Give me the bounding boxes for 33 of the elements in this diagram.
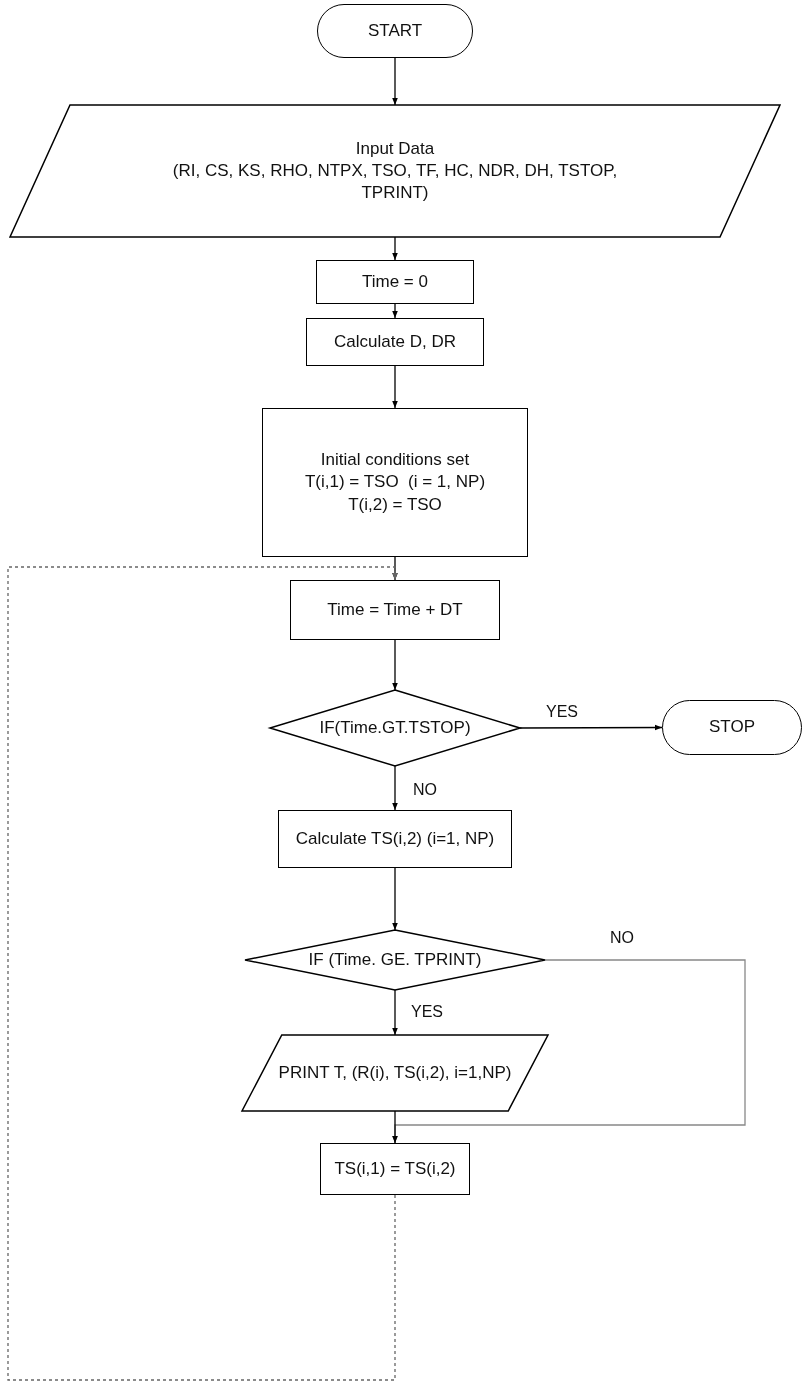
node-text: T(i,2) = TSO [348,493,442,516]
arrow [392,236,398,261]
node-text: IF (Time. GE. TPRINT) [308,948,482,971]
arrow [392,365,398,409]
arrow [392,867,398,931]
node-text: T(i,1) = TSO (i = 1, NP) [304,471,486,494]
arrow [392,303,398,319]
node-text: START [367,19,423,42]
node-text: Calculate D, DR [334,330,456,353]
node-text: Calculate TS(i,2) (i=1, NP) [295,827,495,850]
arrow [392,639,398,691]
arrow [392,1110,398,1144]
arrow [392,989,398,1036]
arrow [519,724,663,731]
process-box [320,1143,470,1195]
process-box [306,318,484,366]
node-text: IF(Time.GT.TSTOP) [319,716,471,739]
arrow [392,57,398,106]
heading-text: Initial conditions set [320,449,470,472]
node-text: Time = Time + DT [327,598,463,621]
heading-text: Input Data [355,137,435,160]
node-text: STOP [709,716,755,739]
node-text: Time = 0 [362,270,428,293]
terminal-box [317,4,473,58]
process-box [262,408,528,557]
node-text: (RI, CS, KS, RHO, NTPX, TSO, TF, HC, NDR, DH, TSTOP, TPRINT) [171,159,619,205]
dashed-arrow [7,566,398,1381]
process-box [278,810,512,868]
process-box [290,580,500,640]
arrow [392,765,398,811]
node-text: TS(i,1) = TS(i,2) [334,1157,456,1180]
node-text: PRINT T, (R(i), TS(i,2), i=1,NP) [278,1061,512,1084]
process-box [316,260,474,304]
